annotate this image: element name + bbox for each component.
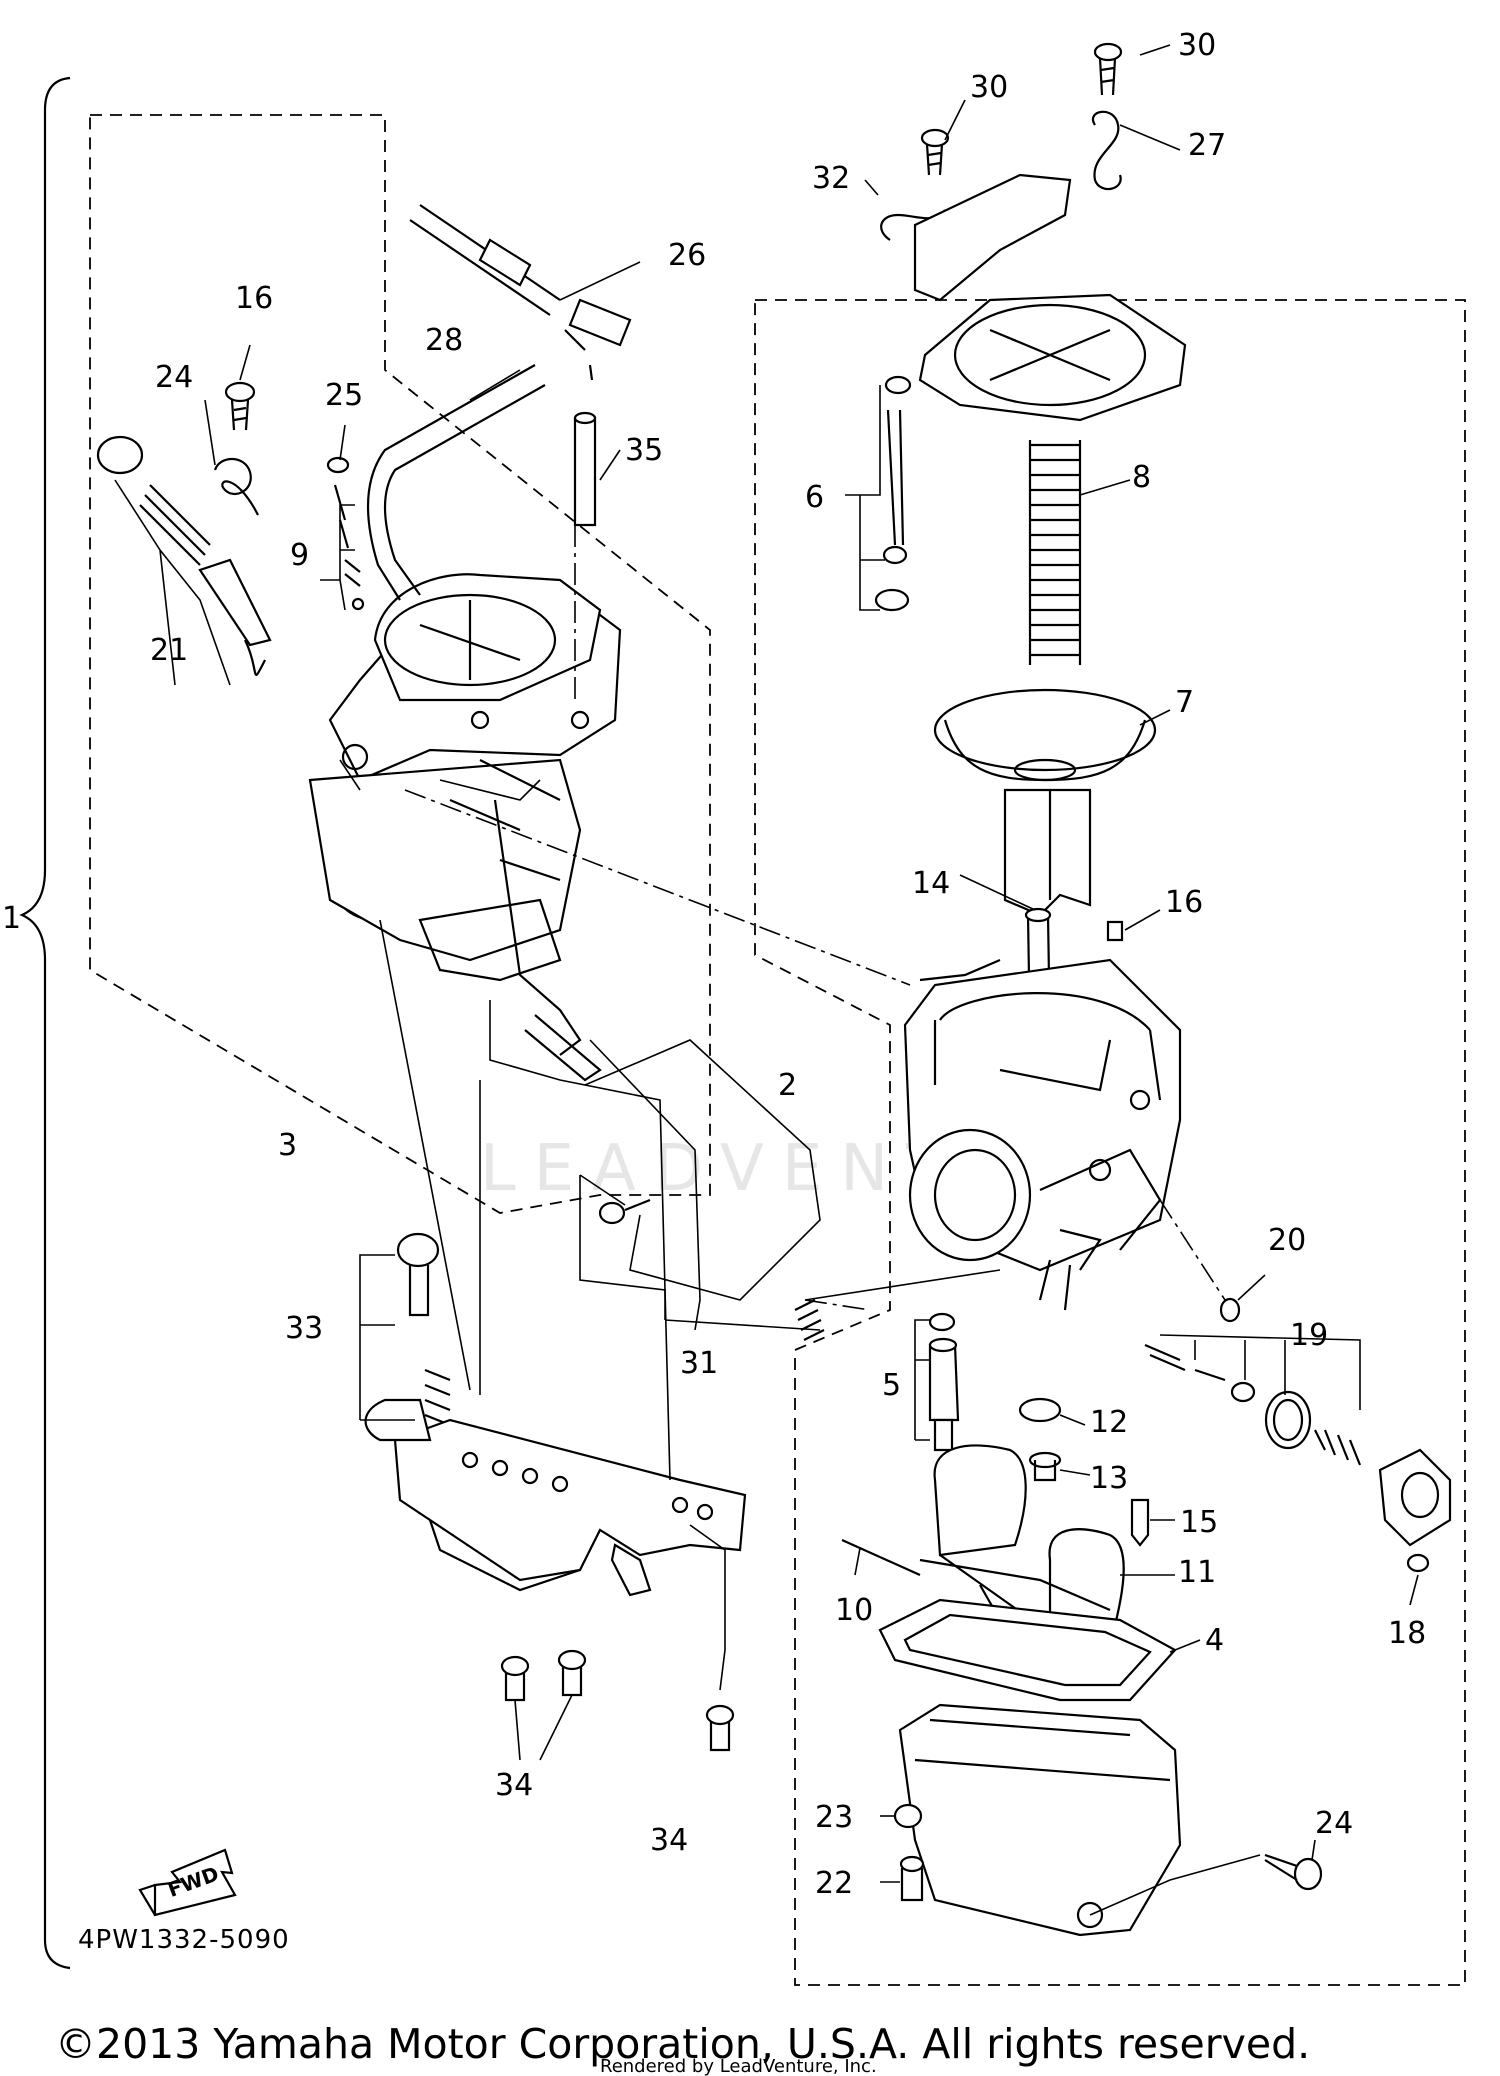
float-pin-10 — [841, 1538, 921, 1577]
top-cover — [918, 293, 1187, 422]
screw-26 — [326, 456, 365, 611]
callout-11: 11 — [1178, 1555, 1216, 1590]
callout-13: 13 — [1090, 1461, 1128, 1496]
assembly-chain-lines — [404, 525, 1226, 1481]
callout-29: 28 — [425, 323, 463, 358]
callout-32: 32 — [812, 161, 850, 196]
hose-29 — [366, 364, 546, 601]
callout-1: 1 — [2, 901, 21, 936]
gasket-4 — [878, 1598, 1177, 1702]
pilot-screw-21 — [96, 435, 272, 676]
link-screw — [598, 1198, 651, 1225]
callout-8: 8 — [1132, 460, 1151, 495]
rendered-by-notice: Rendered by LeadVenture, Inc. — [600, 2056, 877, 2076]
callout-30: 30 — [970, 70, 1008, 105]
main-jet-holder-5 — [928, 1312, 960, 1452]
fitting-27 — [409, 204, 632, 381]
screw-34-left — [500, 1649, 587, 1702]
callout-2: 2 — [778, 1068, 797, 1103]
callout-18: 18 — [1388, 1616, 1426, 1651]
screw-16 — [1106, 920, 1124, 942]
callout-12: 12 — [1090, 1405, 1128, 1440]
diaphragm-piston-7 — [933, 688, 1157, 917]
callout-25: 24 — [155, 360, 193, 395]
starter-plunger-19 — [1144, 1343, 1452, 1547]
copyright-notice: ©2013 Yamaha Motor Corporation, U.S.A. A… — [55, 2020, 1310, 2068]
callout-6: 6 — [805, 480, 824, 515]
callout-28: 27 — [1188, 128, 1226, 163]
screw-30-right — [1093, 42, 1123, 96]
callout-26: 25 — [325, 378, 363, 413]
mounting-plate — [364, 1398, 747, 1597]
callout-35: 35 — [625, 433, 663, 468]
callout-19: 19 — [1290, 1318, 1328, 1353]
screw-34-right — [705, 1704, 735, 1752]
callout-34: 34 — [650, 1823, 688, 1858]
callout-5: 5 — [882, 1368, 901, 1403]
callout-23: 23 — [815, 1800, 853, 1835]
screw-17 — [224, 381, 256, 431]
callout-31: 31 — [680, 1346, 718, 1381]
screw-30-left — [920, 128, 950, 176]
callout-17: 16 — [235, 281, 273, 316]
callout-14: 14 — [912, 866, 950, 901]
callout-34: 34 — [495, 1768, 533, 1803]
screw-24 — [1264, 1853, 1323, 1891]
callout-15: 15 — [1180, 1505, 1218, 1540]
callout-9: 9 — [290, 538, 309, 573]
callout-labels: 30 30 27 32 26 16 28 24 25 35 8 6 9 21 7… — [2, 28, 1426, 1901]
callout-22: 22 — [815, 1866, 853, 1901]
clip-25 — [213, 457, 259, 516]
callout-21: 21 — [150, 633, 188, 668]
needle-valve-15 — [1130, 1498, 1150, 1547]
kit-outline-2 — [754, 299, 1466, 1986]
o-ring-23 — [893, 1803, 923, 1829]
jet-needle-6 — [874, 375, 912, 612]
plug-20 — [1219, 1297, 1241, 1323]
spring-8 — [1028, 440, 1082, 665]
callout-10: 10 — [835, 1593, 873, 1628]
callout-20: 20 — [1268, 1223, 1306, 1258]
drain-screw-22 — [899, 1855, 925, 1902]
assembly-brace — [19, 76, 71, 1970]
valve-seat-13 — [1028, 1451, 1062, 1482]
pipe-35 — [573, 411, 597, 527]
float-bowl — [898, 1703, 1182, 1937]
right-carburetor-body — [903, 958, 1182, 1311]
drawing-number: 4PW1332-5090 — [78, 1925, 290, 1955]
callout-16: 16 — [1165, 885, 1203, 920]
kit-outline-3 — [89, 114, 711, 1214]
bracket — [913, 173, 1072, 302]
throttle-stop-screw-33 — [396, 1232, 451, 1427]
callout-24: 24 — [1315, 1806, 1353, 1841]
washer-12 — [1018, 1397, 1062, 1423]
left-carburetor — [308, 573, 622, 982]
callout-27: 26 — [668, 238, 706, 273]
callout-7: 7 — [1175, 685, 1194, 720]
leader-lines — [114, 44, 1419, 1916]
callout-4: 4 — [1205, 1623, 1224, 1658]
spring-31 — [794, 1299, 825, 1341]
clip-28 — [1091, 110, 1122, 191]
callout-30: 30 — [1178, 28, 1216, 63]
callout-33: 33 — [285, 1311, 323, 1346]
callout-3: 3 — [278, 1128, 297, 1163]
fwd-arrow-icon: FWD — [138, 1848, 237, 1917]
throttle-linkage — [493, 799, 602, 1082]
screw-18 — [1406, 1553, 1430, 1573]
